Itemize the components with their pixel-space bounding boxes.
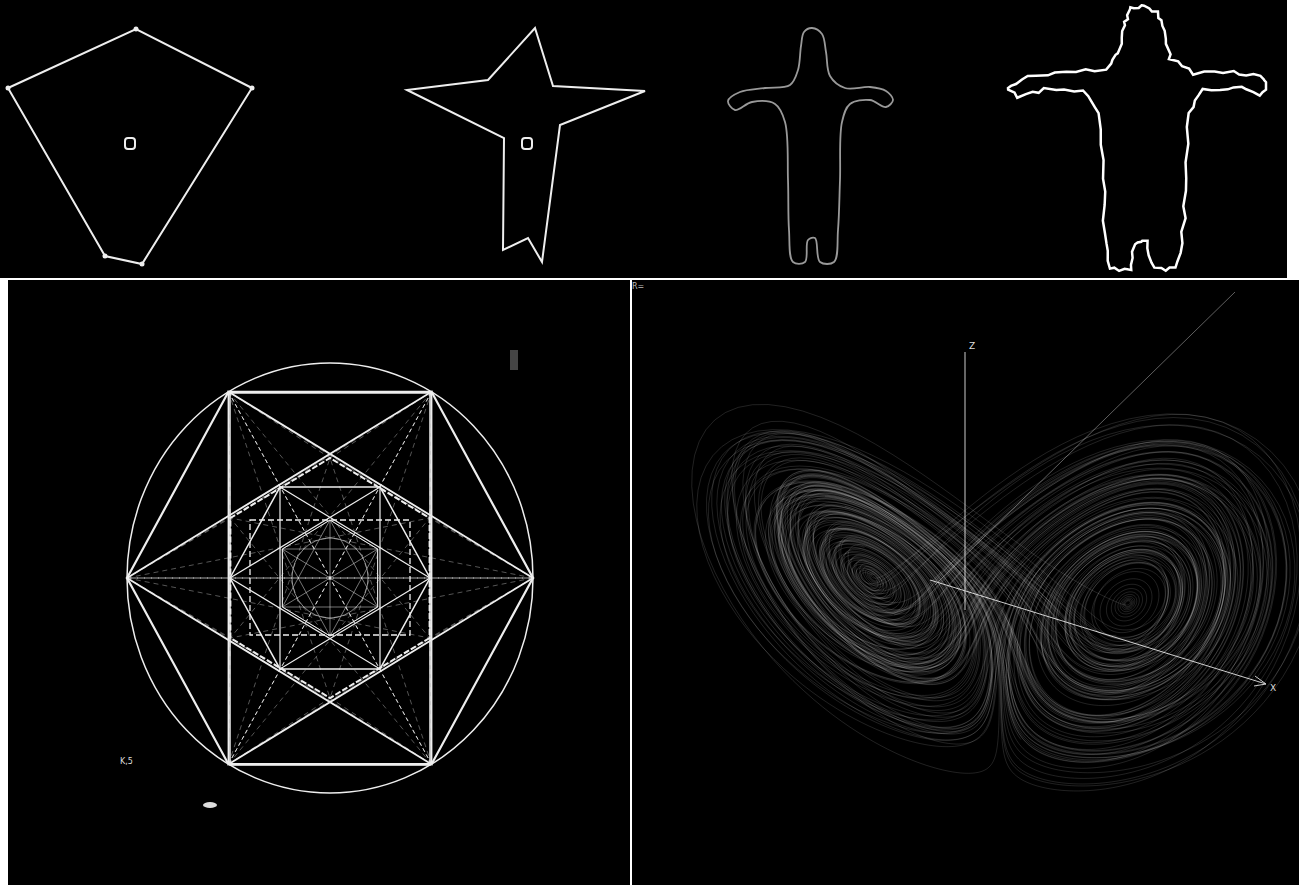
construction-line <box>229 392 331 698</box>
construction-line <box>229 458 331 764</box>
construction-line <box>430 392 432 518</box>
vertex-dot <box>103 254 108 259</box>
construction-line <box>230 392 431 638</box>
attractor-trajectory <box>707 414 1299 786</box>
silhouette-outline <box>1008 5 1266 271</box>
core-line <box>377 549 378 607</box>
construction-line <box>430 578 533 638</box>
centroid-marker <box>125 138 135 149</box>
core-line <box>282 549 377 607</box>
construction-line <box>229 392 231 518</box>
core-line <box>330 549 378 636</box>
hexagon <box>127 392 533 764</box>
construction-line <box>330 392 432 458</box>
construction-line <box>229 392 430 638</box>
axis-label: K,5 <box>120 758 133 766</box>
construction-line <box>229 698 331 764</box>
core-line <box>282 607 330 636</box>
construction-line <box>127 518 230 578</box>
axis-label: X <box>1270 684 1276 693</box>
inner-triangle <box>230 487 380 669</box>
construction-line <box>230 518 533 578</box>
core-line <box>282 520 330 549</box>
silhouette-outline <box>728 28 893 264</box>
core-hexagon <box>282 520 377 636</box>
construction-line <box>430 518 432 764</box>
construction-line <box>229 518 430 764</box>
spoke <box>229 392 432 764</box>
construction-line <box>330 458 432 764</box>
inner-hexagon <box>230 487 430 669</box>
core-line <box>330 520 378 549</box>
inner-square <box>250 520 410 635</box>
core-line <box>282 549 377 550</box>
construction-line <box>127 578 430 638</box>
axis-label: R= <box>632 283 644 291</box>
attractor-trajectory <box>732 421 1268 768</box>
construction-line <box>230 518 431 764</box>
construction-line <box>330 392 432 698</box>
small-mark <box>203 802 217 808</box>
circumcircle <box>127 363 533 793</box>
polygon-outline <box>8 29 252 264</box>
star-outline <box>407 28 645 262</box>
core-line <box>330 607 378 636</box>
vertex-dot <box>134 27 139 32</box>
attractor-trajectory <box>733 431 1264 755</box>
vertex-dot <box>140 262 145 267</box>
core-line <box>282 520 330 607</box>
inner-hexagon <box>230 458 429 698</box>
centroid-marker <box>522 138 532 149</box>
inner-triangle <box>280 487 430 669</box>
spoke <box>229 392 432 764</box>
construction-line <box>127 518 430 578</box>
attractor-trajectory <box>692 405 1297 779</box>
construction-line <box>127 578 230 638</box>
vertex-dot <box>250 86 255 91</box>
axis-label: Z <box>969 342 975 351</box>
top-panel <box>0 0 1287 278</box>
core-circle <box>292 538 368 618</box>
vertex-dot <box>6 86 11 91</box>
construction-line <box>230 578 533 638</box>
construction-line <box>430 518 533 578</box>
core-line <box>282 549 283 607</box>
left-panel <box>8 280 630 885</box>
construction-line <box>127 578 330 698</box>
scale-mark <box>510 350 518 370</box>
